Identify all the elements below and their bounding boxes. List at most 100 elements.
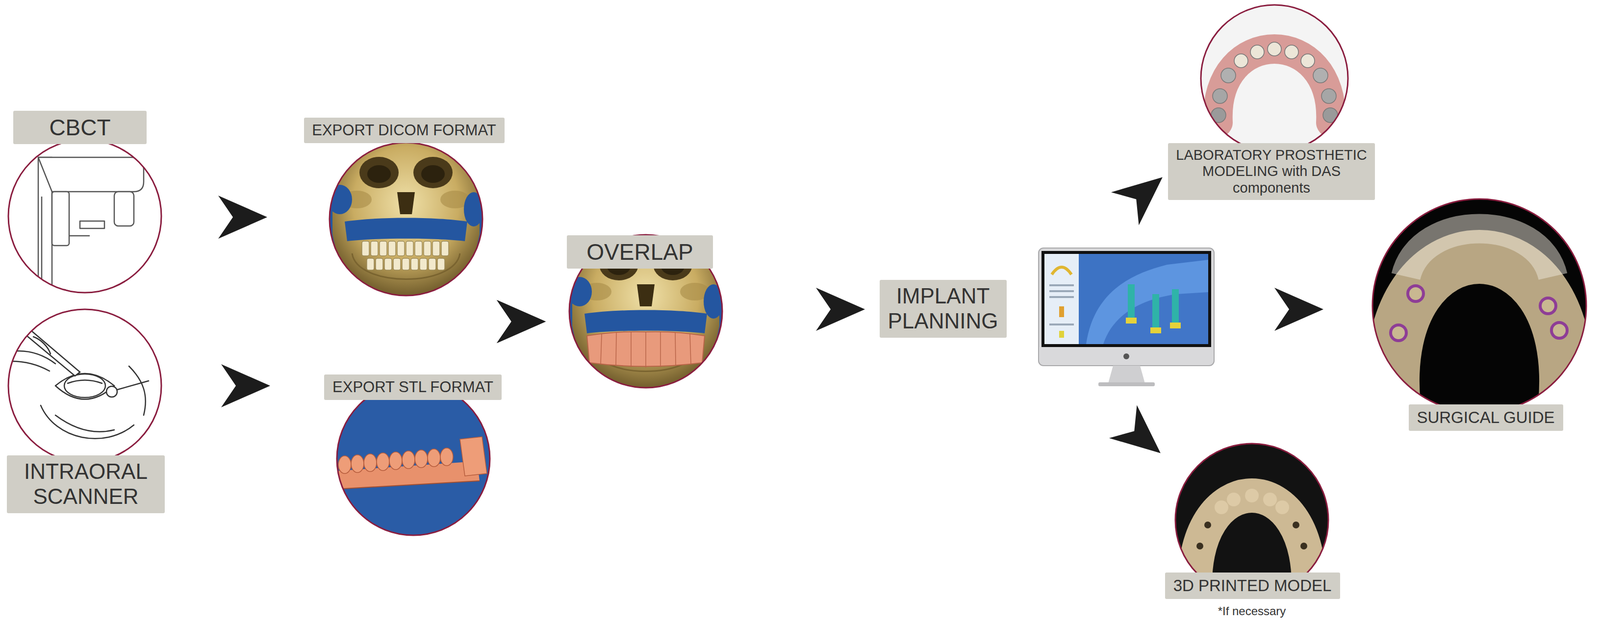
overlap-render-part-part	[567, 232, 725, 390]
scanner-illustration-part-part-part	[55, 415, 115, 432]
flow-arrow	[496, 268, 567, 375]
step-label: INTRAORAL SCANNER	[14, 459, 157, 509]
dicom-skull-render-part	[327, 140, 485, 298]
step-label: CBCT	[21, 114, 139, 141]
flow-arrow	[146, 143, 305, 239]
prosthesis-illustration-part	[1195, 0, 1353, 157]
planning-monitor-part	[1169, 322, 1181, 329]
planning-monitor-part	[1049, 323, 1074, 326]
scanner-illustration-part-part-part	[67, 380, 102, 384]
prosthesis-illustration-part-part-part	[1212, 88, 1228, 104]
scanner-illustration-part-part-part	[11, 361, 50, 372]
planning-monitor-part	[1049, 284, 1074, 287]
overlap-render-part-part-part	[660, 331, 661, 368]
cbct-illustration-part-part-part	[41, 196, 43, 290]
prosthesis-illustration	[1195, 0, 1353, 157]
planning-monitor-part	[1044, 253, 1209, 345]
planning-monitor-part	[1125, 317, 1137, 324]
step-label-box: EXPORT DICOM FORMAT	[304, 117, 505, 144]
overlap-render-part-part-part	[600, 333, 602, 365]
step-label-box: INTRAORAL SCANNER	[6, 455, 165, 513]
step-label: 3D PRINTED MODEL	[1172, 576, 1333, 596]
chevron-arrowhead	[815, 287, 865, 331]
scanner-illustration-part	[8, 309, 162, 463]
stl-model-render-part-part-part	[338, 456, 352, 474]
surgical-guide-photo-part-part	[1366, 193, 1593, 419]
planning-monitor-part	[1059, 330, 1065, 338]
cbct-illustration-part-part-part	[69, 235, 90, 237]
chevron-arrowhead	[1111, 160, 1177, 226]
cbct-illustration-part	[8, 139, 162, 293]
planning-monitor-part	[1086, 259, 1209, 345]
printed-model-photo-part-part-part	[1263, 492, 1277, 507]
planning-monitor-part	[1103, 292, 1209, 345]
stl-model-render-part-part-part	[389, 452, 403, 470]
planning-monitor-part	[1123, 353, 1130, 360]
step-label: SURGICAL GUIDE	[1416, 408, 1556, 428]
stl-model-render-part-part-part	[376, 453, 390, 471]
step-label: IMPLANT PLANNING	[887, 283, 999, 334]
scanner-illustration-part	[8, 309, 162, 463]
scanner-illustration	[8, 309, 162, 463]
overlap-render-part-part-part	[689, 333, 691, 365]
cbct-illustration-part-part	[8, 139, 162, 293]
flow-arrow	[712, 268, 880, 331]
surgical-guide-photo-part-part	[1390, 285, 1568, 341]
prosthesis-illustration-part-part	[1195, 0, 1353, 157]
prosthesis-illustration-part-part	[1211, 42, 1338, 123]
printed-model-photo-part-part-part	[1196, 542, 1204, 550]
flow-arrow	[164, 364, 325, 456]
flow-path	[1006, 309, 1409, 405]
stl-model-render-part-part	[338, 436, 487, 477]
planning-monitor-part	[1108, 365, 1145, 384]
cbct-illustration	[8, 139, 162, 300]
printed-model-photo-part-part	[1214, 488, 1290, 515]
overlap-render-part-part-part	[630, 331, 632, 368]
printed-model-photo-part-part	[1196, 521, 1308, 550]
scanner-illustration-part-part	[8, 309, 162, 463]
planning-monitor-part	[1041, 251, 1212, 348]
prosthesis-illustration-part	[1200, 4, 1348, 153]
flow-path	[504, 143, 568, 322]
planning-monitor-part	[1051, 267, 1072, 275]
scanner-illustration-part-part-part	[64, 374, 106, 398]
scanner-illustration-part-part	[11, 322, 149, 439]
printed-model-photo-part-part-part	[1204, 521, 1212, 529]
flow-path	[1006, 337, 1166, 573]
planning-monitor-part	[1049, 290, 1074, 293]
printed-model-photo-part-part-part	[1300, 542, 1308, 550]
overlap-render-part-part	[600, 331, 691, 368]
planning-monitor-part	[1049, 296, 1074, 299]
surgical-guide-photo-part-part-part	[1551, 322, 1568, 339]
flow-path	[146, 143, 305, 218]
planning-monitor-part	[1171, 289, 1179, 324]
chevron-arrowhead	[496, 300, 546, 344]
chevron-arrowhead	[496, 300, 546, 344]
scanner-illustration-part-part-part	[117, 380, 149, 390]
overlap-render-part-part-part	[675, 332, 676, 367]
planning-monitor-part	[1059, 306, 1065, 318]
prosthesis-illustration-part-part-part	[1284, 45, 1299, 59]
stl-model-render-part-part	[334, 481, 480, 490]
planning-monitor	[1038, 248, 1215, 387]
prosthesis-illustration-part-part-part	[1313, 68, 1328, 83]
cbct-illustration-part-part	[25, 157, 144, 300]
prosthesis-illustration-part-part-part	[1220, 68, 1236, 83]
step-label: OVERLAP	[574, 239, 706, 266]
surgical-guide-photo-part	[1366, 193, 1593, 419]
step-label-box: LABORATORY PROSTHETIC MODELING with DAS …	[1168, 143, 1375, 201]
chevron-arrowhead	[221, 364, 271, 408]
step-label-box: CBCT	[13, 110, 147, 145]
step-label-box: SURGICAL GUIDE	[1408, 404, 1564, 432]
prosthesis-illustration-part-part-part	[1234, 53, 1248, 68]
scanner-illustration-part-part-part	[55, 373, 115, 400]
step-label-box: OVERLAP	[566, 235, 713, 270]
overlap-render	[567, 232, 725, 390]
dicom-skull-render-part	[329, 142, 483, 296]
scanner-illustration-part-part-part	[33, 336, 51, 355]
stl-model-render-part	[336, 382, 490, 536]
cbct-illustration-part-part-part	[25, 289, 66, 297]
stl-model-render-part-part-part	[402, 451, 415, 469]
